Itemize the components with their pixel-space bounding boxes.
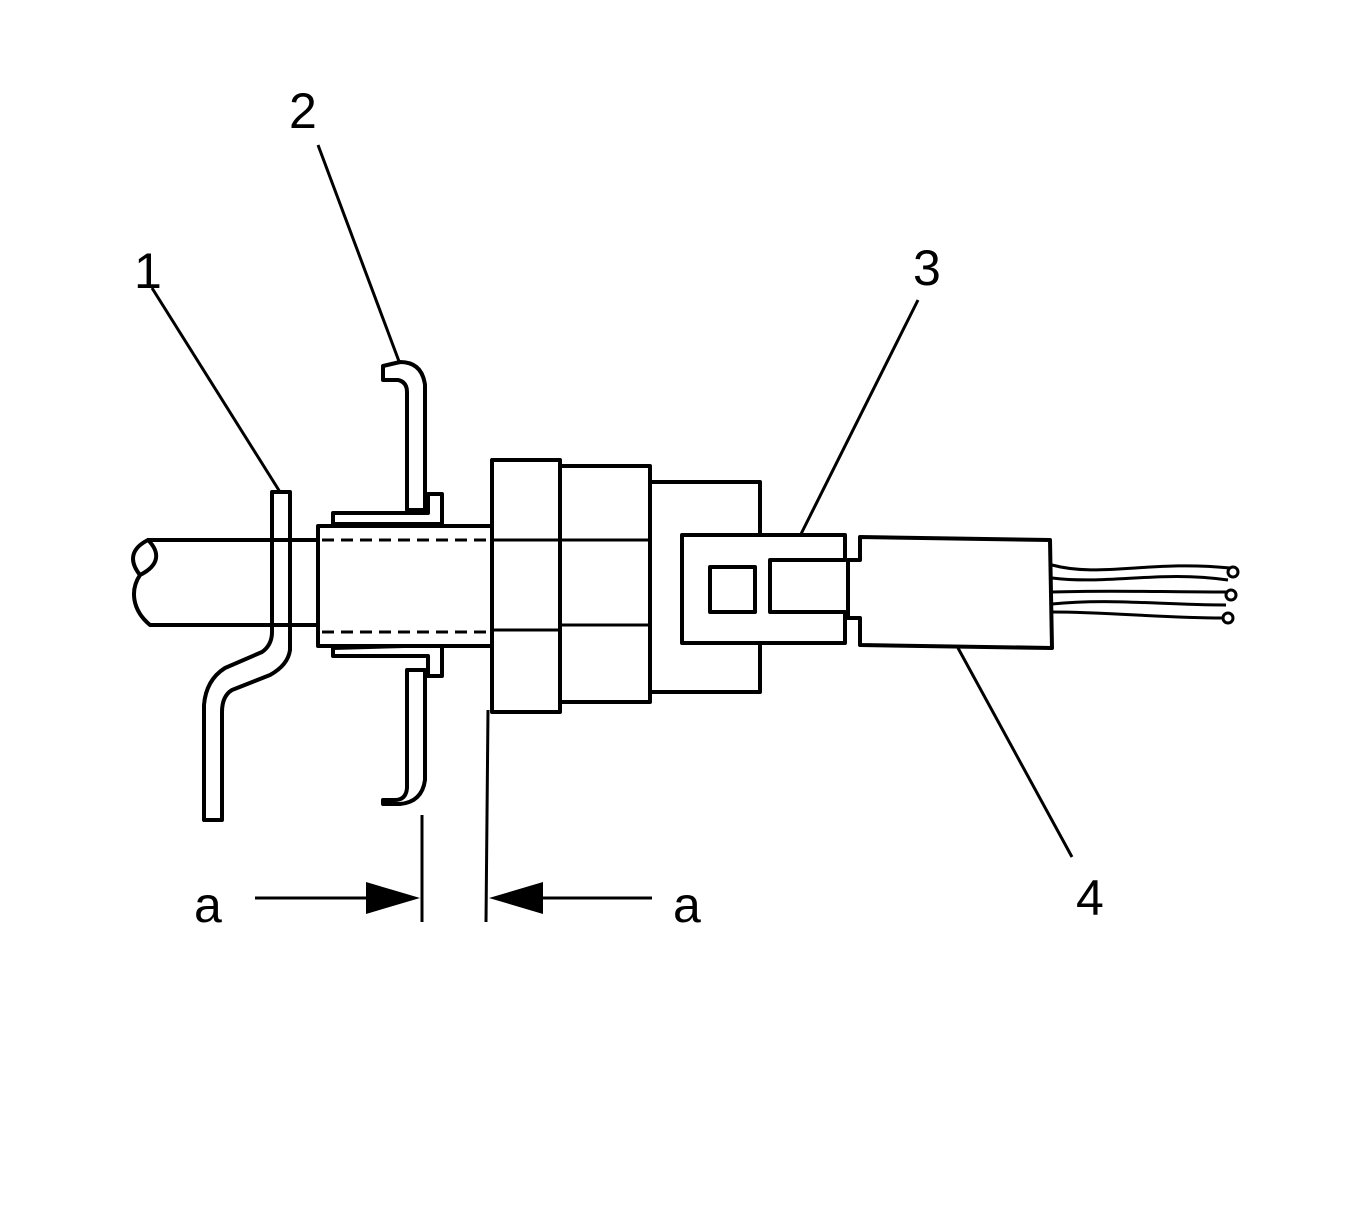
callout-2: 2 [289,83,317,139]
callout-3: 3 [913,240,941,296]
grommet-sleeve [316,524,495,648]
body-panel [202,490,292,822]
mating-connector [846,535,1054,650]
dimension-label-left: a [194,877,222,933]
leader-line-2 [316,144,402,365]
cable [131,538,322,627]
connector-latch [680,533,847,645]
callout-1: 1 [134,243,162,299]
leader-line-4 [956,647,1074,858]
dimension-a [255,709,652,923]
wires [1051,563,1240,625]
leader-line-1 [150,287,282,493]
callout-4: 4 [1076,870,1104,926]
dimension-label-right: a [673,877,701,933]
leader-line-3 [798,299,920,537]
